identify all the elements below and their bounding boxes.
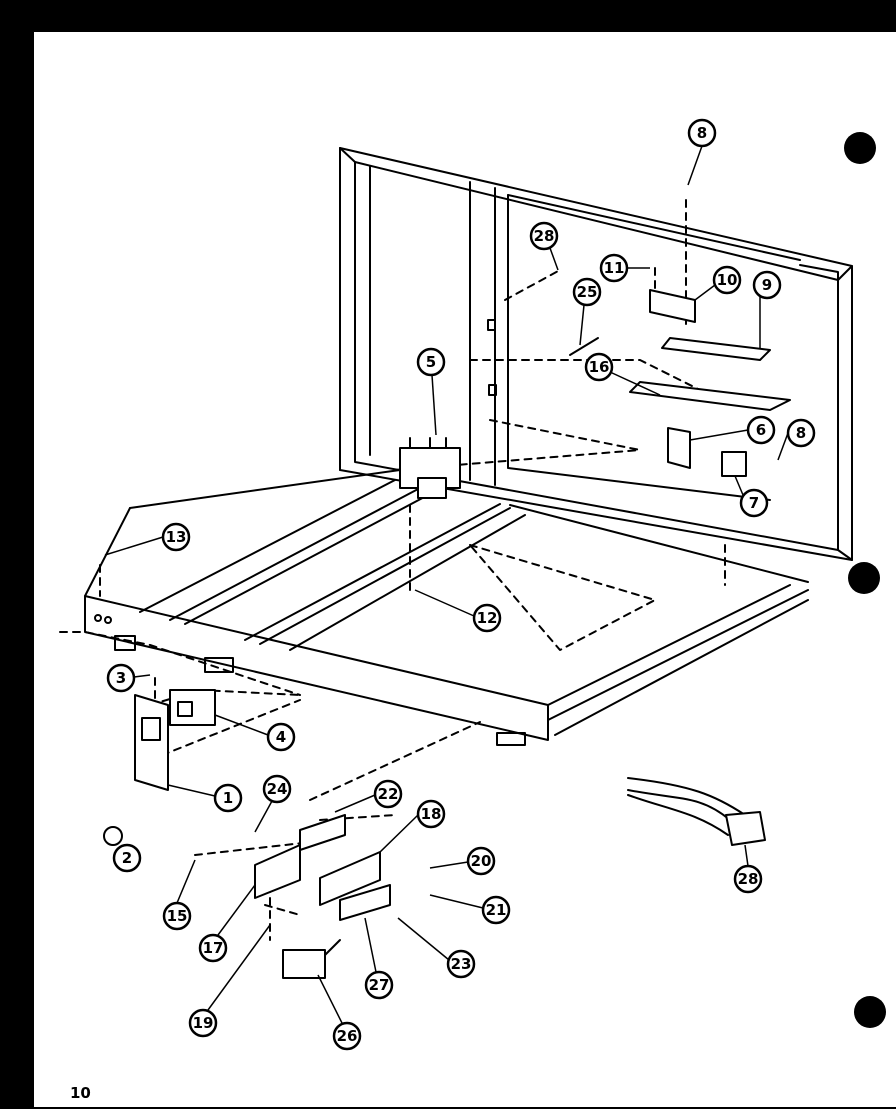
switch-4 — [169, 689, 216, 726]
callout-7: 7 — [739, 488, 769, 518]
svg-text:28: 28 — [534, 227, 555, 245]
svg-text:5: 5 — [426, 353, 436, 371]
callout-11: 11 — [599, 253, 629, 283]
callout-18: 18 — [416, 799, 446, 829]
bracket-6-switch-7 — [667, 427, 747, 477]
svg-text:9: 9 — [762, 276, 772, 294]
power-cord-29 — [627, 777, 766, 846]
callout-20: 20 — [466, 846, 496, 876]
callout-17: 17 — [198, 933, 228, 963]
callout-23: 23 — [446, 949, 476, 979]
svg-text:6: 6 — [756, 421, 766, 439]
callout-15: 15 — [162, 901, 192, 931]
callout-3: 3 — [106, 663, 136, 693]
callout-26: 26 — [332, 1021, 362, 1051]
callout-19: 19 — [188, 1008, 218, 1038]
callout-9: 9 — [752, 270, 782, 300]
svg-text:20: 20 — [471, 852, 492, 870]
binder-hole-top — [844, 132, 876, 164]
base-frame — [84, 469, 809, 746]
svg-text:12: 12 — [477, 609, 498, 627]
svg-text:7: 7 — [749, 494, 759, 512]
svg-text:2: 2 — [122, 849, 132, 867]
callout-27: 27 — [364, 970, 394, 1000]
relay-5 — [399, 437, 461, 499]
svg-text:16: 16 — [589, 358, 610, 376]
callout-8-top: 8 — [687, 118, 717, 148]
callout-22: 22 — [373, 779, 403, 809]
callout-25: 25 — [572, 277, 602, 307]
svg-text:13: 13 — [166, 528, 187, 546]
callout-leaders — [104, 145, 789, 1024]
svg-text:22: 22 — [378, 785, 399, 803]
callout-21: 21 — [481, 895, 511, 925]
callout-1: 1 — [213, 783, 243, 813]
svg-text:17: 17 — [203, 939, 224, 957]
callout-10: 10 — [712, 265, 742, 295]
svg-text:18: 18 — [421, 805, 442, 823]
callout-8-right: 8 — [786, 418, 816, 448]
svg-text:15: 15 — [167, 907, 188, 925]
svg-text:19: 19 — [193, 1014, 214, 1032]
switch-plate — [629, 289, 791, 411]
svg-text:26: 26 — [337, 1027, 358, 1045]
bracket-1 — [134, 694, 169, 791]
binder-hole-bottom — [854, 996, 886, 1028]
svg-text:10: 10 — [717, 271, 738, 289]
callout-28-bottom: 28 — [733, 864, 763, 894]
svg-text:27: 27 — [369, 976, 390, 994]
callout-28-top: 28 — [529, 221, 559, 251]
callout-13: 13 — [161, 522, 191, 552]
svg-text:8: 8 — [697, 124, 707, 142]
svg-text:23: 23 — [451, 955, 472, 973]
svg-text:28: 28 — [738, 870, 759, 888]
svg-text:25: 25 — [577, 283, 598, 301]
door-switch-assembly — [254, 814, 391, 979]
callout-24: 24 — [262, 774, 292, 804]
svg-text:8: 8 — [796, 424, 806, 442]
svg-text:24: 24 — [267, 780, 288, 798]
binder-hole-middle — [848, 562, 880, 594]
svg-text:1: 1 — [223, 789, 233, 807]
callout-12: 12 — [472, 603, 502, 633]
knob-2 — [103, 826, 123, 846]
callout-2: 2 — [112, 843, 142, 873]
svg-text:3: 3 — [116, 669, 126, 687]
svg-text:4: 4 — [276, 728, 286, 746]
svg-text:11: 11 — [604, 259, 625, 277]
page-number: 10 — [70, 1084, 91, 1102]
callout-5: 5 — [416, 347, 446, 377]
callout-4: 4 — [266, 722, 296, 752]
callout-6: 6 — [746, 415, 776, 445]
callout-16: 16 — [584, 352, 614, 382]
svg-text:21: 21 — [486, 901, 507, 919]
rod-25 — [569, 337, 599, 356]
callouts: 1 2 3 4 5 6 7 8 8 9 10 11 12 13 15 16 17… — [106, 118, 816, 1051]
leader-lines — [59, 199, 726, 941]
